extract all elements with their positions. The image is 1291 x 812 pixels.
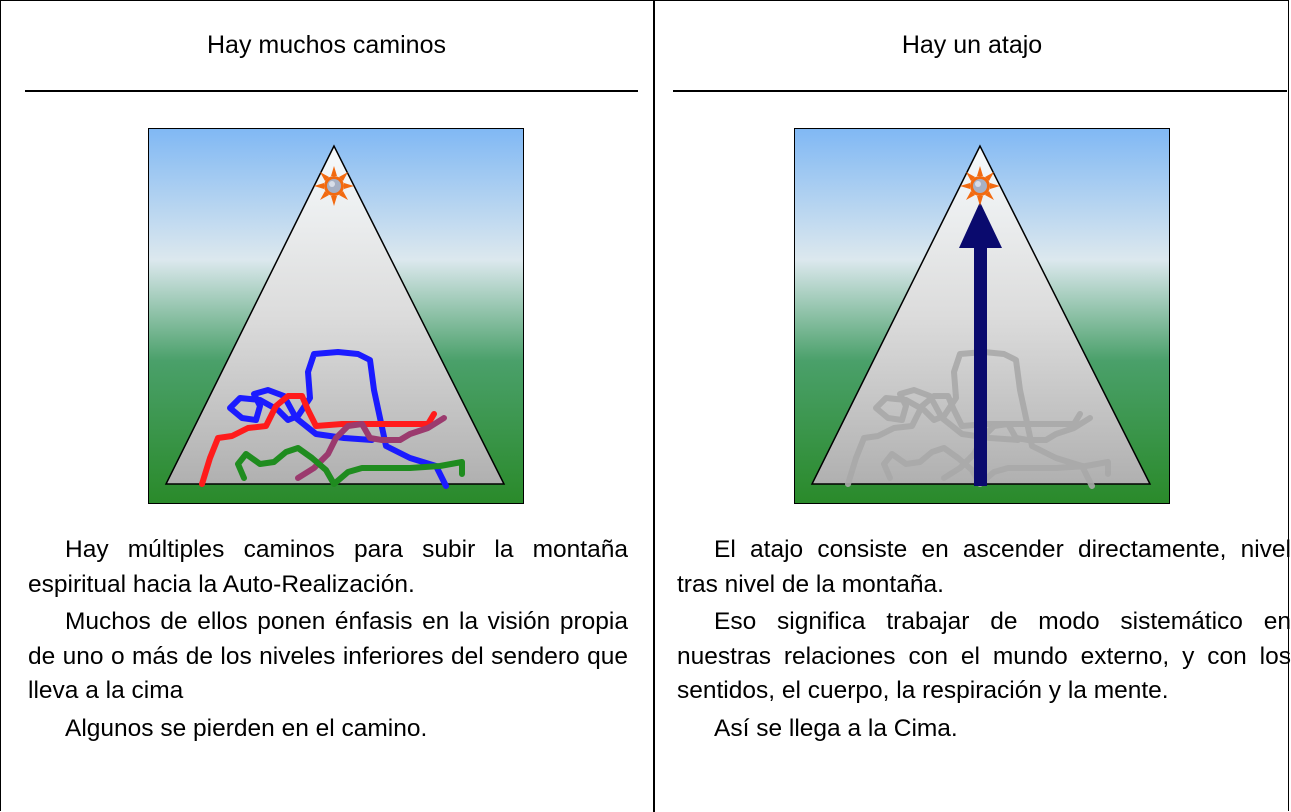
panel-text: El atajo consiste en ascender directamen… — [677, 533, 1291, 749]
panel-many-paths: Hay muchos caminos — [25, 31, 638, 749]
paragraph: Hay múltiples caminos para subir la mont… — [28, 536, 628, 598]
panel-text: Hay múltiples caminos para subir la mont… — [28, 533, 628, 749]
faded-path — [881, 445, 1111, 487]
paragraph: El atajo consiste en ascender directamen… — [677, 536, 1291, 598]
faded-path — [873, 349, 1095, 489]
up-arrow-icon — [959, 202, 1002, 486]
paragraph: Algunos se pierden en el camino. — [65, 714, 428, 742]
faded-path — [845, 393, 1083, 487]
paragraph: Así se llega a la Cima. — [714, 714, 958, 742]
heading-rule — [673, 90, 1287, 92]
purple-path — [295, 415, 447, 481]
sun-icon — [314, 166, 354, 206]
green-path — [235, 445, 465, 487]
paragraph: Muchos de ellos ponen énfasis en la visi… — [28, 608, 628, 704]
mountain-illustration — [148, 128, 524, 504]
sun-icon — [960, 166, 1000, 206]
panel-heading: Hay muchos caminos — [207, 31, 446, 59]
faded-path — [941, 415, 1093, 481]
heading-rule — [25, 90, 638, 92]
paragraph: Eso significa trabajar de modo sistemáti… — [677, 608, 1291, 704]
mountain-illustration — [794, 128, 1170, 504]
panel-shortcut: Hay un atajo — [655, 0, 1291, 812]
red-path — [199, 393, 437, 487]
blue-path — [227, 349, 449, 489]
panel-heading: Hay un atajo — [901, 31, 1043, 59]
column-divider — [653, 0, 655, 812]
